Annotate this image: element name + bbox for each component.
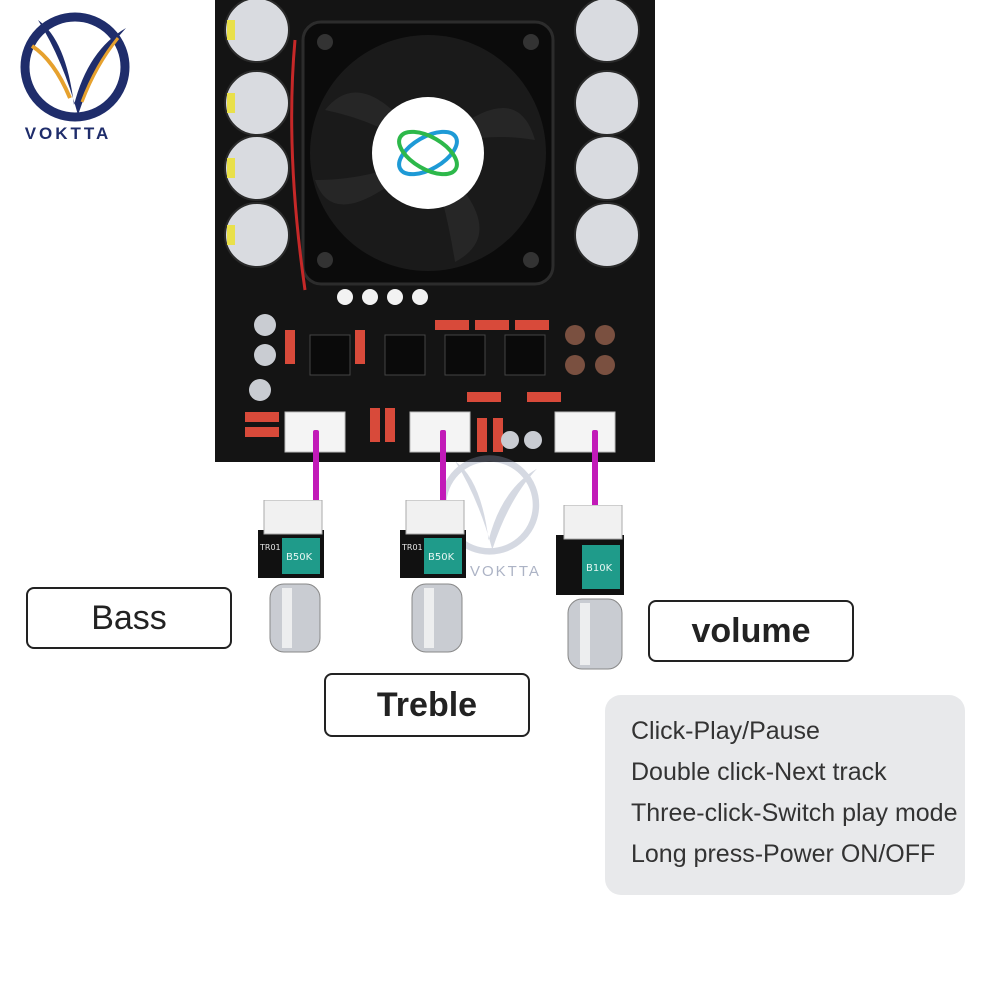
brand-logo <box>20 12 130 122</box>
amplifier-board-image <box>215 0 655 462</box>
volume-label: volume <box>648 600 854 662</box>
instructions-panel: Click-Play/Pause Double click-Next track… <box>605 695 965 895</box>
bass-knob-value: B50K <box>286 552 313 563</box>
treble-knob-value: B50K <box>428 552 455 563</box>
bass-module-code: TR01 <box>259 543 281 552</box>
treble-wire <box>440 430 446 518</box>
instruction-item: Click-Play/Pause <box>631 717 820 745</box>
brand-name: VOKTTA <box>24 124 112 143</box>
bass-label: Bass <box>26 587 232 649</box>
treble-potentiometer[interactable]: B50K TR01 <box>400 500 472 660</box>
volume-knob-value: B10K <box>586 563 613 574</box>
instruction-item: Three-click-Switch play mode <box>631 799 958 827</box>
volume-potentiometer[interactable]: B10K <box>556 505 628 675</box>
instruction-item: Long press-Power ON/OFF <box>631 840 936 868</box>
bass-wire <box>313 430 319 518</box>
instructions-list: Click-Play/Pause Double click-Next track… <box>605 695 965 875</box>
instruction-item: Double click-Next track <box>631 758 887 786</box>
treble-module-code: TR01 <box>401 543 423 552</box>
volume-wire <box>592 430 598 518</box>
treble-label: Treble <box>324 673 530 737</box>
bass-potentiometer[interactable]: B50K TR01 <box>258 500 330 660</box>
watermark-text: VOKTTA <box>470 563 541 580</box>
